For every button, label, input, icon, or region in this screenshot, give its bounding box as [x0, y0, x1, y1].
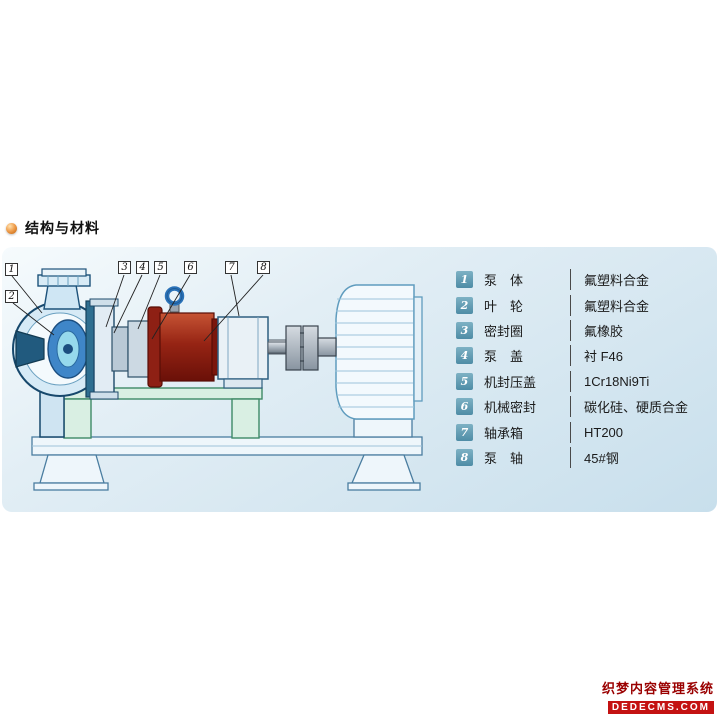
part-name: 密封圈: [484, 323, 524, 339]
row-number-badge: 4: [456, 347, 473, 365]
part-name: 机械密封: [484, 400, 537, 416]
section-header: 结构与材料: [6, 218, 100, 238]
watermark: 织梦内容管理系统 DEDECMS.COM: [602, 678, 714, 715]
table-row: 4 泵 盖 衬 F46: [456, 343, 708, 368]
callout-1: 1: [5, 263, 18, 276]
part-name: 轴承箱: [484, 425, 524, 441]
table-row: 5 机封压盖 1Cr18Ni9Ti: [456, 369, 708, 394]
table-row: 2 叶 轮 氟塑料合金: [456, 292, 708, 317]
part-name: 机封压盖: [484, 374, 537, 390]
column-divider: [570, 269, 571, 291]
part-name: 泵 轴: [484, 450, 524, 466]
material-name: 氟塑料合金: [584, 298, 650, 314]
column-divider: [570, 294, 571, 316]
row-number-badge: 7: [456, 423, 473, 441]
row-number-badge: 5: [456, 372, 473, 390]
callout-4: 4: [136, 261, 149, 274]
material-name: 1Cr18Ni9Ti: [584, 373, 650, 389]
row-number-badge: 2: [456, 296, 473, 314]
row-number-badge: 1: [456, 271, 473, 289]
callout-8: 8: [257, 261, 270, 274]
table-row: 6 机械密封 碳化硅、硬质合金: [456, 394, 708, 419]
part-name: 叶 轮: [484, 298, 524, 314]
table-row: 8 泵 轴 45#钢: [456, 445, 708, 470]
section-title: 结构与材料: [25, 220, 100, 236]
diagram-panel: 1 2 3 4 5 6 7 8 1 泵 体 氟塑料合金 2 叶 轮 氟塑料合金 …: [2, 247, 717, 512]
callout-5: 5: [154, 261, 167, 274]
column-divider: [570, 421, 571, 443]
material-name: 碳化硅、硬质合金: [584, 400, 689, 416]
material-name: 45#钢: [584, 450, 619, 466]
row-number-badge: 3: [456, 321, 473, 339]
material-name: 氟塑料合金: [584, 273, 650, 289]
material-name: 衬 F46: [584, 349, 624, 365]
table-row: 3 密封圈 氟橡胶: [456, 318, 708, 343]
callout-3: 3: [118, 261, 131, 274]
column-divider: [570, 396, 571, 418]
material-name: 氟橡胶: [584, 323, 624, 339]
column-divider: [570, 345, 571, 367]
column-divider: [570, 319, 571, 341]
watermark-text: 织梦内容管理系统: [601, 681, 714, 696]
row-number-badge: 8: [456, 448, 473, 466]
column-divider: [570, 370, 571, 392]
pump-cross-section-diagram: [11, 268, 423, 491]
table-row: 7 轴承箱 HT200: [456, 419, 708, 444]
callout-6: 6: [184, 261, 197, 274]
watermark-brand: DEDECMS.COM: [607, 701, 714, 714]
callout-2: 2: [5, 290, 18, 303]
part-name: 泵 盖: [484, 349, 524, 365]
callout-7: 7: [225, 261, 238, 274]
table-row: 1 泵 体 氟塑料合金: [456, 267, 708, 292]
row-number-badge: 6: [456, 398, 473, 416]
material-name: HT200: [584, 424, 624, 440]
materials-table: 1 泵 体 氟塑料合金 2 叶 轮 氟塑料合金 3 密封圈 氟橡胶 4 泵 盖: [456, 267, 708, 470]
part-name: 泵 体: [484, 273, 524, 289]
column-divider: [570, 446, 571, 468]
orange-bullet-icon: [6, 222, 17, 234]
